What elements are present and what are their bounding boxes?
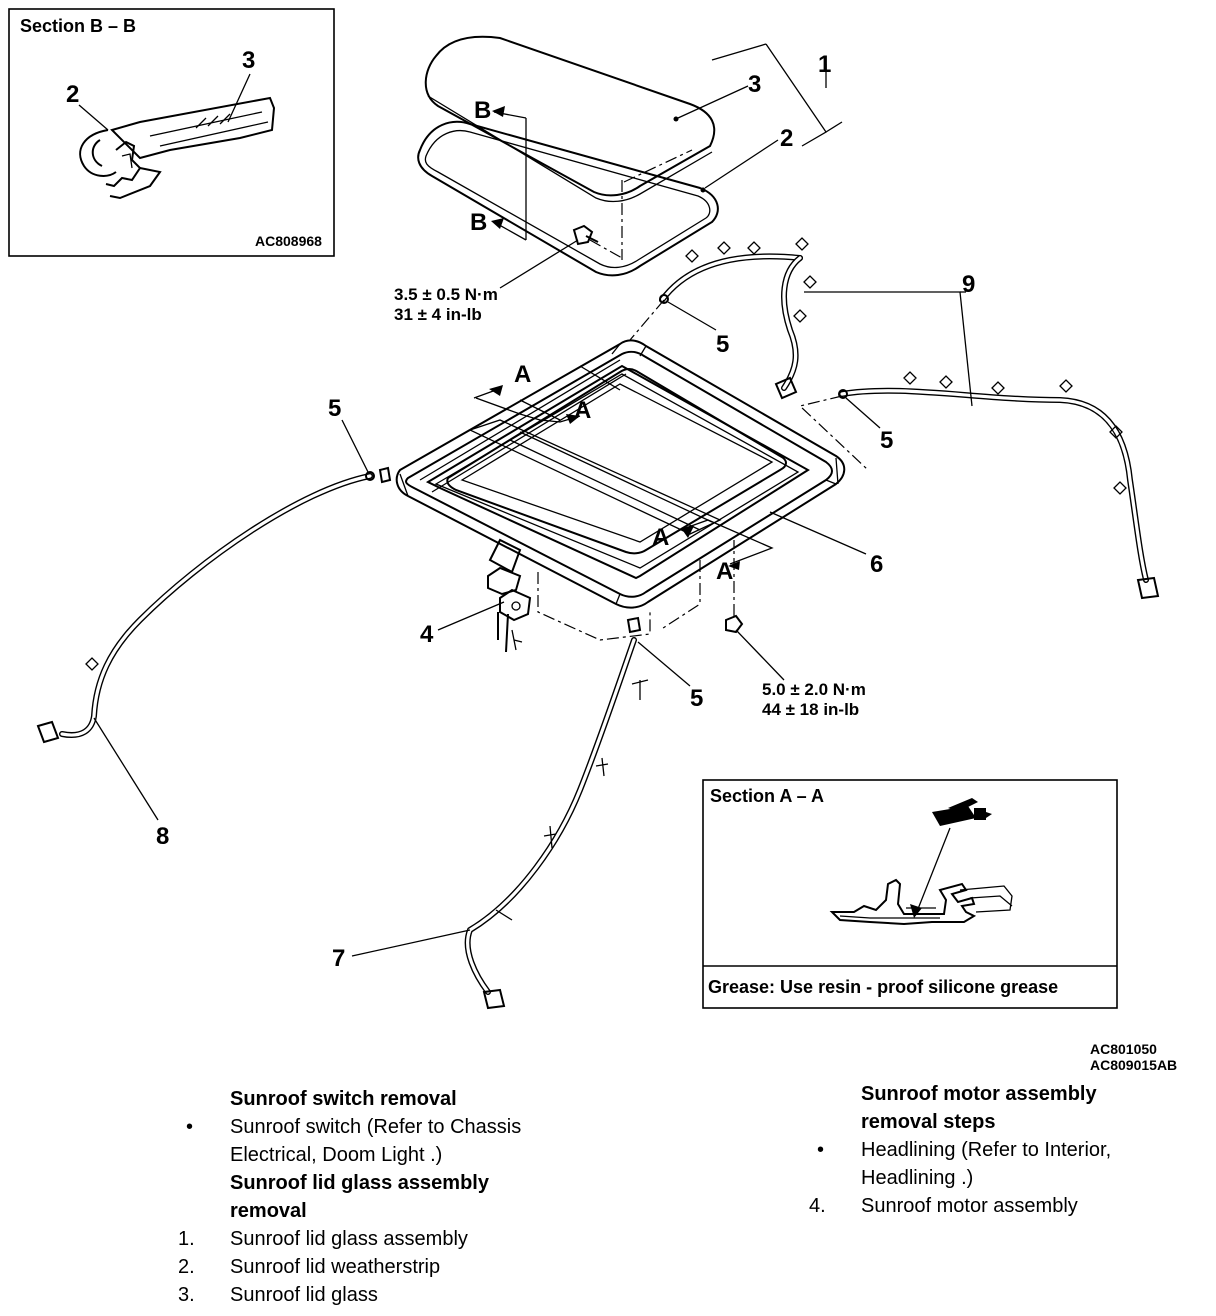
drain-hose-left — [36, 466, 392, 744]
switch-step-marker: • — [186, 1116, 194, 1138]
callout-5-front-left: 5 — [328, 395, 341, 422]
grease-gun-icon — [932, 798, 992, 826]
lid-removal-heading: Sunroof lid glass assembly removal — [230, 1172, 489, 1222]
motor-step-marker-1: • — [817, 1139, 825, 1161]
callout-5-rear-right: 5 — [880, 427, 893, 454]
lid-step-3-text: Sunroof lid glass — [230, 1284, 378, 1306]
callout-8: 8 — [156, 823, 169, 850]
figure-codes: AC801050 AC809015AB — [1090, 1041, 1177, 1073]
section-b-cut-line — [491, 106, 527, 241]
section-b-title: Section B – B — [20, 16, 136, 36]
sunroof-motor — [487, 538, 532, 653]
section-b-inset: Section B – B 2 3 AC808968 — [8, 8, 335, 257]
drain-hose-rear-right — [838, 371, 1160, 600]
lid-bolt — [499, 224, 623, 289]
lid-step-1-text: Sunroof lid glass assembly — [230, 1228, 468, 1250]
callout-1: 1 — [818, 51, 831, 78]
torque-frame-inlb: 44 ± 18 in-lb — [762, 700, 859, 719]
section-b-callout-3: 3 — [242, 47, 255, 74]
callout-5-rear-left: 5 — [690, 685, 703, 712]
procedure-left: Sunroof switch removal • Sunroof switch (… — [178, 1085, 598, 1309]
torque-lid-inlb: 31 ± 4 in-lb — [394, 305, 482, 324]
section-b-mark-upper: B — [474, 97, 491, 124]
section-a-mark-top-outer: A — [514, 361, 531, 388]
callout-2: 2 — [780, 125, 793, 152]
sunroof-exploded-diagram: Section B – B 2 3 AC808968 — [8, 8, 1160, 1010]
lid-step-1-marker: 1. — [178, 1228, 195, 1250]
figure-code-1-label: AC801050 — [1090, 1041, 1157, 1057]
lid-step-2-text: Sunroof lid weatherstrip — [230, 1256, 441, 1278]
motor-step-marker-2: 4. — [809, 1195, 826, 1217]
sunroof-lid-glass — [424, 35, 716, 260]
callout-9: 9 — [962, 271, 975, 298]
callout-3: 3 — [748, 71, 761, 98]
section-b-callout-2: 2 — [66, 81, 79, 108]
motor-removal-heading: Sunroof motor assembly removal steps — [861, 1083, 1097, 1133]
drain-hose-rear-left — [464, 616, 649, 1010]
callout-4: 4 — [420, 621, 434, 648]
section-a-mark-top-inner: A — [574, 397, 591, 424]
frame-bolt — [725, 540, 785, 681]
drain-hose-front-right — [659, 237, 817, 400]
torque-lid-nm: 3.5 ± 0.5 N·m — [394, 285, 498, 304]
sunroof-lid-weatherstrip — [417, 120, 719, 277]
lid-step-3-marker: 3. — [178, 1284, 195, 1306]
figure-code-2-label: AC809015AB — [1090, 1057, 1177, 1073]
switch-step-text: Sunroof switch (Refer to Chassis Electri… — [230, 1116, 522, 1166]
section-a-mark-bottom-outer: A — [716, 558, 733, 585]
section-a-cut-line — [473, 385, 774, 570]
section-a-inset: Section A – A Grease: Use resin - proof … — [702, 779, 1118, 1009]
motor-step-text-1: Headlining (Refer to Interior, Headlinin… — [861, 1139, 1112, 1189]
callout-5-front-right: 5 — [716, 331, 729, 358]
motor-step-text-2: Sunroof motor assembly — [861, 1195, 1078, 1217]
section-a-title: Section A – A — [710, 786, 824, 806]
section-b-code: AC808968 — [255, 233, 322, 249]
procedure-right: Sunroof motor assembly removal steps • He… — [809, 1080, 1209, 1220]
lid-step-2-marker: 2. — [178, 1256, 195, 1278]
grease-note: Grease: Use resin - proof silicone greas… — [708, 977, 1058, 997]
callout-7: 7 — [332, 945, 345, 972]
callout-6: 6 — [870, 551, 883, 578]
torque-frame-nm: 5.0 ± 2.0 N·m — [762, 680, 866, 699]
section-a-mark-bottom-inner: A — [652, 524, 669, 551]
switch-removal-heading: Sunroof switch removal — [230, 1088, 457, 1110]
section-b-mark-lower: B — [470, 209, 487, 236]
